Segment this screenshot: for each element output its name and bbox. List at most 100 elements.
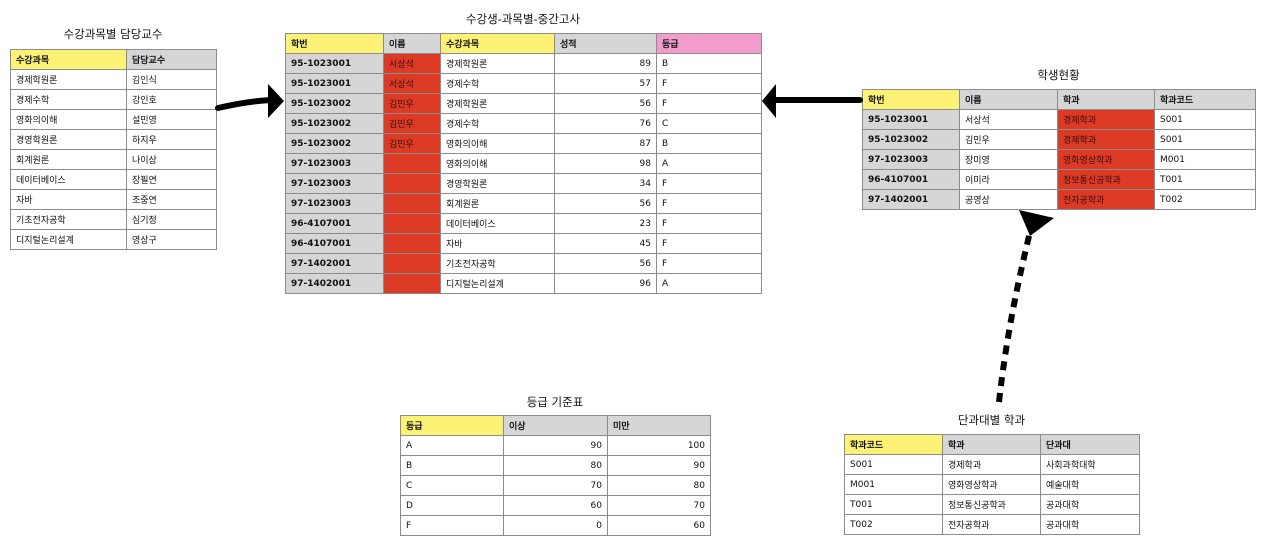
score-cell: 56 [554, 193, 657, 214]
dept-code-cell: S001 [1154, 109, 1256, 130]
col-header-course: 수강과목 [440, 33, 555, 54]
min-cell: 90 [503, 435, 608, 456]
grade-cell: F [656, 173, 762, 194]
grade-cell: C [656, 113, 762, 134]
department-cell: 정보통신공학과 [942, 494, 1041, 515]
student-id-cell: 95-1023002 [285, 133, 384, 154]
dept-code-cell: T001 [844, 494, 943, 515]
col-header-name: 이름 [383, 33, 441, 54]
name-cell [383, 193, 441, 214]
student-id-cell: 97-1023003 [285, 173, 384, 194]
grade-cell: F [656, 213, 762, 234]
name-cell: 김민우 [959, 129, 1058, 150]
course-cell: 디지털논리설계 [440, 273, 555, 294]
col-header-department: 학과 [1057, 89, 1155, 110]
arrow-prof-to-exam [215, 84, 284, 118]
col-header-student-id: 학번 [862, 89, 960, 110]
course-cell: 경제수학 [440, 113, 555, 134]
course-cell: 회계원론 [440, 193, 555, 214]
dept-code-cell: S001 [1154, 129, 1256, 150]
score-cell: 87 [554, 133, 657, 154]
grade-cell: F [656, 193, 762, 214]
grade-cell: D [400, 495, 504, 516]
max-cell: 90 [607, 455, 711, 476]
professor-cell: 조중연 [126, 189, 217, 210]
name-cell [383, 253, 441, 274]
grade-cell: A [400, 435, 504, 456]
score-cell: 76 [554, 113, 657, 134]
score-cell: 34 [554, 173, 657, 194]
score-cell: 56 [554, 93, 657, 114]
name-cell [383, 153, 441, 174]
min-cell: 0 [503, 515, 608, 536]
student-id-cell: 95-1023002 [285, 113, 384, 134]
department-cell: 전자공학과 [1057, 189, 1155, 210]
arrow-dept-to-student [996, 210, 1054, 403]
max-cell: 70 [607, 495, 711, 516]
course-cell: 기초전자공학 [440, 253, 555, 274]
student-id-cell: 95-1023002 [285, 93, 384, 114]
course-cell: 회계원론 [10, 149, 127, 170]
exam-table-title: 수강생-과목별-중간고사 [465, 12, 581, 26]
col-header-grade: 등급 [656, 33, 762, 54]
name-cell [383, 173, 441, 194]
col-header-student-id: 학번 [285, 33, 384, 54]
grade-table-title: 등급 기준표 [526, 395, 584, 409]
course-cell: 기초전자공학 [10, 209, 127, 230]
department-cell: 경제학과 [1057, 109, 1155, 130]
col-header-dept-code: 학과코드 [1154, 89, 1256, 110]
col-header-dept-code: 학과코드 [844, 434, 943, 455]
course-cell: 경제학원론 [440, 53, 555, 74]
student-id-cell: 96-4107001 [285, 213, 384, 234]
grade-cell: C [400, 475, 504, 496]
professor-cell: 심기정 [126, 209, 217, 230]
dept-table-title: 단과대별 학과 [957, 413, 1026, 427]
college-cell: 공과대학 [1040, 494, 1140, 515]
name-cell: 서상석 [383, 73, 441, 94]
course-cell: 경영학원론 [440, 173, 555, 194]
grade-cell: F [656, 73, 762, 94]
name-cell [383, 233, 441, 254]
col-header-college: 단과대 [1040, 434, 1140, 455]
dept-code-cell: S001 [844, 454, 943, 475]
college-cell: 예술대학 [1040, 474, 1140, 495]
name-cell: 장미영 [959, 149, 1058, 170]
name-cell: 서상석 [959, 109, 1058, 130]
student-id-cell: 96-4107001 [285, 233, 384, 254]
col-header-department: 학과 [942, 434, 1041, 455]
course-cell: 경제학원론 [440, 93, 555, 114]
grade-cell: A [656, 273, 762, 294]
name-cell [383, 273, 441, 294]
dept-code-cell: T002 [844, 514, 943, 535]
department-cell: 정보통신공학과 [1057, 169, 1155, 190]
student-id-cell: 97-1402001 [862, 189, 960, 210]
course-cell: 자바 [440, 233, 555, 254]
course-cell: 디지털논리설계 [10, 229, 127, 250]
score-cell: 96 [554, 273, 657, 294]
course-cell: 경제수학 [10, 89, 127, 110]
